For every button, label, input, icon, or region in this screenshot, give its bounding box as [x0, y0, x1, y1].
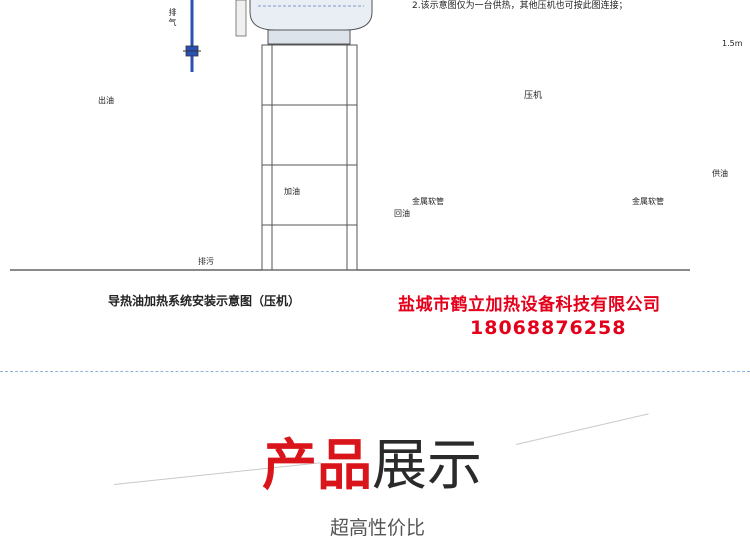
return-oil-label: 回油 — [394, 209, 410, 218]
decorative-line-right — [515, 413, 649, 445]
section-title-dark: 展示 — [372, 433, 483, 497]
tank-support-frame — [261, 44, 358, 271]
company-phone: 18068876258 — [470, 317, 627, 339]
diagram-note: 2.该示意图仅为一台供热，其他压机也可按此图连接； — [412, 1, 628, 11]
metal-hose-left-label: 金属软管 — [412, 197, 444, 206]
metal-hose-right-label: 金属软管 — [632, 197, 664, 206]
vent-label: 排气 — [168, 8, 177, 27]
drain-label: 排污 — [198, 257, 214, 266]
height-label: 1.5m — [722, 39, 743, 48]
expansion-tank — [235, 0, 373, 45]
heating-system-diagram — [10, 0, 690, 271]
section-title-red: 产品 — [262, 433, 373, 497]
section-divider — [0, 371, 750, 372]
diagram-caption: 导热油加热系统安装示意图（压机） — [108, 294, 301, 308]
section-title: 产品展示 — [262, 432, 482, 498]
section-subtitle: 超高性价比 — [330, 517, 426, 539]
add-oil-label: 加油 — [284, 187, 300, 196]
press-label: 压机 — [524, 91, 543, 101]
company-name: 盐城市鹤立加热设备科技有限公司 — [398, 295, 661, 315]
oil-out-label: 出油 — [98, 96, 114, 105]
supply-oil-label: 供油 — [712, 169, 728, 178]
vent-pipe — [183, 0, 201, 72]
